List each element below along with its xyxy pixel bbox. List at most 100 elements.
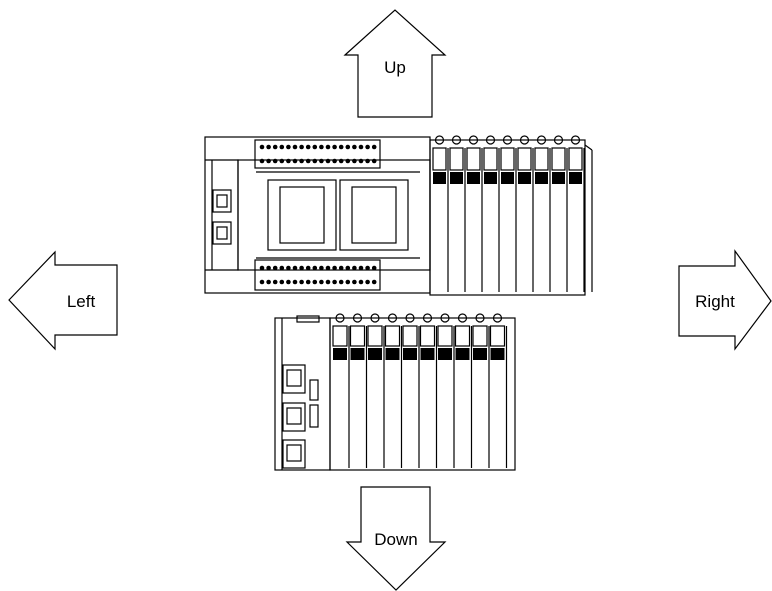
io-slice-clip xyxy=(492,313,503,323)
terminal-screw xyxy=(325,144,331,150)
terminal-screw xyxy=(325,265,331,271)
terminal-screw xyxy=(286,279,291,285)
terminal-screw xyxy=(312,144,318,150)
terminal-screw xyxy=(305,279,311,285)
terminal-screw xyxy=(338,158,344,164)
terminal-screw xyxy=(338,279,344,285)
io-slice-clip xyxy=(468,135,479,145)
io-slice-connector xyxy=(483,147,498,171)
io-slice-clip xyxy=(519,135,530,145)
io-slice-connector xyxy=(466,147,481,171)
ethernet-port-1 xyxy=(212,189,232,213)
arrow-left: Left xyxy=(8,250,118,351)
plc-vertical xyxy=(274,313,516,471)
vertical-port-1 xyxy=(282,364,306,394)
io-slice-clip xyxy=(457,313,468,323)
io-slice-led xyxy=(450,172,463,184)
terminal-screw xyxy=(371,265,377,271)
io-slice-led xyxy=(350,348,365,360)
terminal-screw xyxy=(272,144,278,150)
io-slice-connector xyxy=(449,147,464,171)
terminal-screw xyxy=(319,144,324,150)
terminal-screw xyxy=(365,158,370,164)
io-units-vertical xyxy=(329,317,516,471)
io-slice-connector xyxy=(419,325,436,347)
terminal-screw xyxy=(352,265,357,271)
io-slice-clip xyxy=(451,135,462,145)
io-slice-clip xyxy=(405,313,415,323)
arrow-left-label: Left xyxy=(67,292,96,311)
terminal-screw xyxy=(292,279,298,285)
terminal-screw xyxy=(352,279,357,285)
terminal-screw xyxy=(371,158,377,164)
io-slice-connector xyxy=(332,325,348,347)
arrow-right: Right xyxy=(678,249,772,351)
arrow-right-label: Right xyxy=(695,292,735,311)
terminal-screw xyxy=(299,158,304,164)
bottom-terminal-block xyxy=(254,259,381,291)
terminal-screw xyxy=(292,144,298,150)
terminal-screw xyxy=(259,279,265,285)
io-slice-led xyxy=(455,348,470,360)
terminal-screw xyxy=(319,279,324,285)
terminal-screw xyxy=(299,144,304,150)
cpu-left-grip xyxy=(205,159,239,271)
terminal-screw xyxy=(371,144,377,150)
io-slice-led xyxy=(501,172,514,184)
terminal-screw xyxy=(365,265,370,271)
io-slice-clip xyxy=(570,135,581,145)
terminal-screw xyxy=(371,279,377,285)
io-slice-led xyxy=(484,172,497,184)
io-slice-connector xyxy=(517,147,532,171)
terminal-screw xyxy=(279,279,285,285)
terminal-screw xyxy=(312,158,318,164)
io-slice-led xyxy=(403,348,417,360)
io-slice-connector xyxy=(551,147,566,171)
terminal-screw xyxy=(292,158,298,164)
terminal-screw xyxy=(305,144,311,150)
io-slice-led xyxy=(385,348,400,360)
io-slice-connector xyxy=(367,325,383,347)
terminal-screw xyxy=(358,144,364,150)
io-slice-led xyxy=(368,348,382,360)
terminal-screw xyxy=(299,265,304,271)
terminal-screw xyxy=(338,144,344,150)
terminal-screw xyxy=(259,144,265,150)
io-units-right xyxy=(429,139,586,296)
arrow-up: Up xyxy=(343,9,447,118)
terminal-screw xyxy=(325,158,331,164)
terminal-screw xyxy=(332,158,337,164)
terminal-screw xyxy=(279,158,285,164)
io-slice-led xyxy=(438,348,452,360)
io-slice-connector xyxy=(534,147,549,171)
arrow-down: Down xyxy=(345,486,447,591)
ethernet-port-2 xyxy=(212,221,232,245)
plc-horizontal xyxy=(204,135,593,296)
io-slice-led xyxy=(569,172,582,184)
terminal-screw xyxy=(286,265,291,271)
terminal-screw xyxy=(312,265,318,271)
terminal-screw xyxy=(325,279,331,285)
io-slice-clip xyxy=(536,135,547,145)
card-slot-1 xyxy=(267,179,337,251)
io-slice-clip xyxy=(434,135,445,145)
terminal-screw xyxy=(352,158,357,164)
vertical-port-3 xyxy=(282,439,306,469)
io-slice-connector xyxy=(472,325,488,347)
io-slice-clip xyxy=(422,313,433,323)
terminal-screw xyxy=(279,144,285,150)
io-slice-connector xyxy=(432,147,447,171)
io-slice-led xyxy=(420,348,435,360)
terminal-screw xyxy=(259,265,265,271)
terminal-screw xyxy=(266,144,271,150)
terminal-screw xyxy=(319,158,324,164)
arrow-up-label: Up xyxy=(384,58,406,77)
terminal-screw xyxy=(279,265,285,271)
terminal-screw xyxy=(358,279,364,285)
terminal-screw xyxy=(299,279,304,285)
terminal-screw xyxy=(305,158,311,164)
terminal-screw xyxy=(332,279,337,285)
terminal-screw xyxy=(266,265,271,271)
terminal-screw xyxy=(266,158,271,164)
